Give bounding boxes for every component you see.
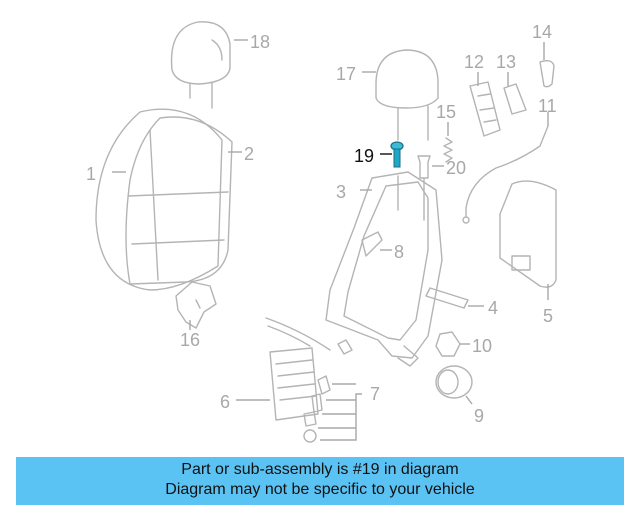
- callout-8: 8: [394, 242, 404, 262]
- part-2-seatback-pad: [125, 116, 233, 285]
- part-20-pin: [417, 155, 431, 179]
- callout-2: 2: [244, 144, 254, 164]
- part-13-trim: [503, 83, 527, 115]
- callout-9: 9: [474, 406, 484, 426]
- callout-5: 5: [543, 306, 553, 326]
- part-18-headrest: [170, 21, 231, 109]
- part-6-lumbar-support: [265, 317, 331, 421]
- callout-14: 14: [532, 22, 552, 42]
- callout-13: 13: [496, 52, 516, 72]
- callout-15: 15: [436, 102, 456, 122]
- callout-11: 11: [538, 96, 557, 116]
- callout-20: 20: [446, 158, 466, 178]
- callout-6: 6: [220, 392, 230, 412]
- part-7-fasteners: [303, 339, 353, 443]
- part-17-headrest: [375, 49, 439, 141]
- part-11-cable: [462, 125, 549, 224]
- part-15-spring: [443, 137, 453, 163]
- callout-10: 10: [472, 336, 492, 356]
- banner-line-2: Diagram may not be specific to your vehi…: [165, 481, 475, 498]
- callout-3: 3: [336, 182, 346, 202]
- callout-18: 18: [250, 32, 270, 52]
- info-banner: Part or sub-assembly is #19 in diagram D…: [16, 457, 624, 505]
- part-5-panel: [499, 180, 557, 288]
- banner-line-1: Part or sub-assembly is #19 in diagram: [181, 461, 459, 478]
- part-4-rod: [425, 287, 469, 309]
- part-10-knob: [435, 331, 461, 357]
- callout-1: 1: [86, 164, 96, 184]
- callout-17: 17: [336, 64, 356, 84]
- parts-diagram: 1 2 3 4 5 6 7 8 9 10 11 12 13 14 15 16 1…: [86, 21, 557, 443]
- callout-19-highlighted: 19: [354, 146, 374, 166]
- callout-4: 4: [488, 298, 498, 318]
- part-14-trim: [539, 59, 555, 88]
- part-9-wheel: [435, 365, 473, 399]
- callout-7: 7: [370, 384, 380, 404]
- callout-12: 12: [464, 52, 484, 72]
- part-19-bolt: [390, 141, 404, 168]
- part-8-clip: [361, 231, 383, 257]
- part-1-seatback-cover: [95, 108, 223, 291]
- part-12-trim: [469, 81, 501, 137]
- part-3-frame: [325, 171, 443, 367]
- part-16-bracket: [175, 281, 217, 329]
- callout-16: 16: [180, 330, 200, 350]
